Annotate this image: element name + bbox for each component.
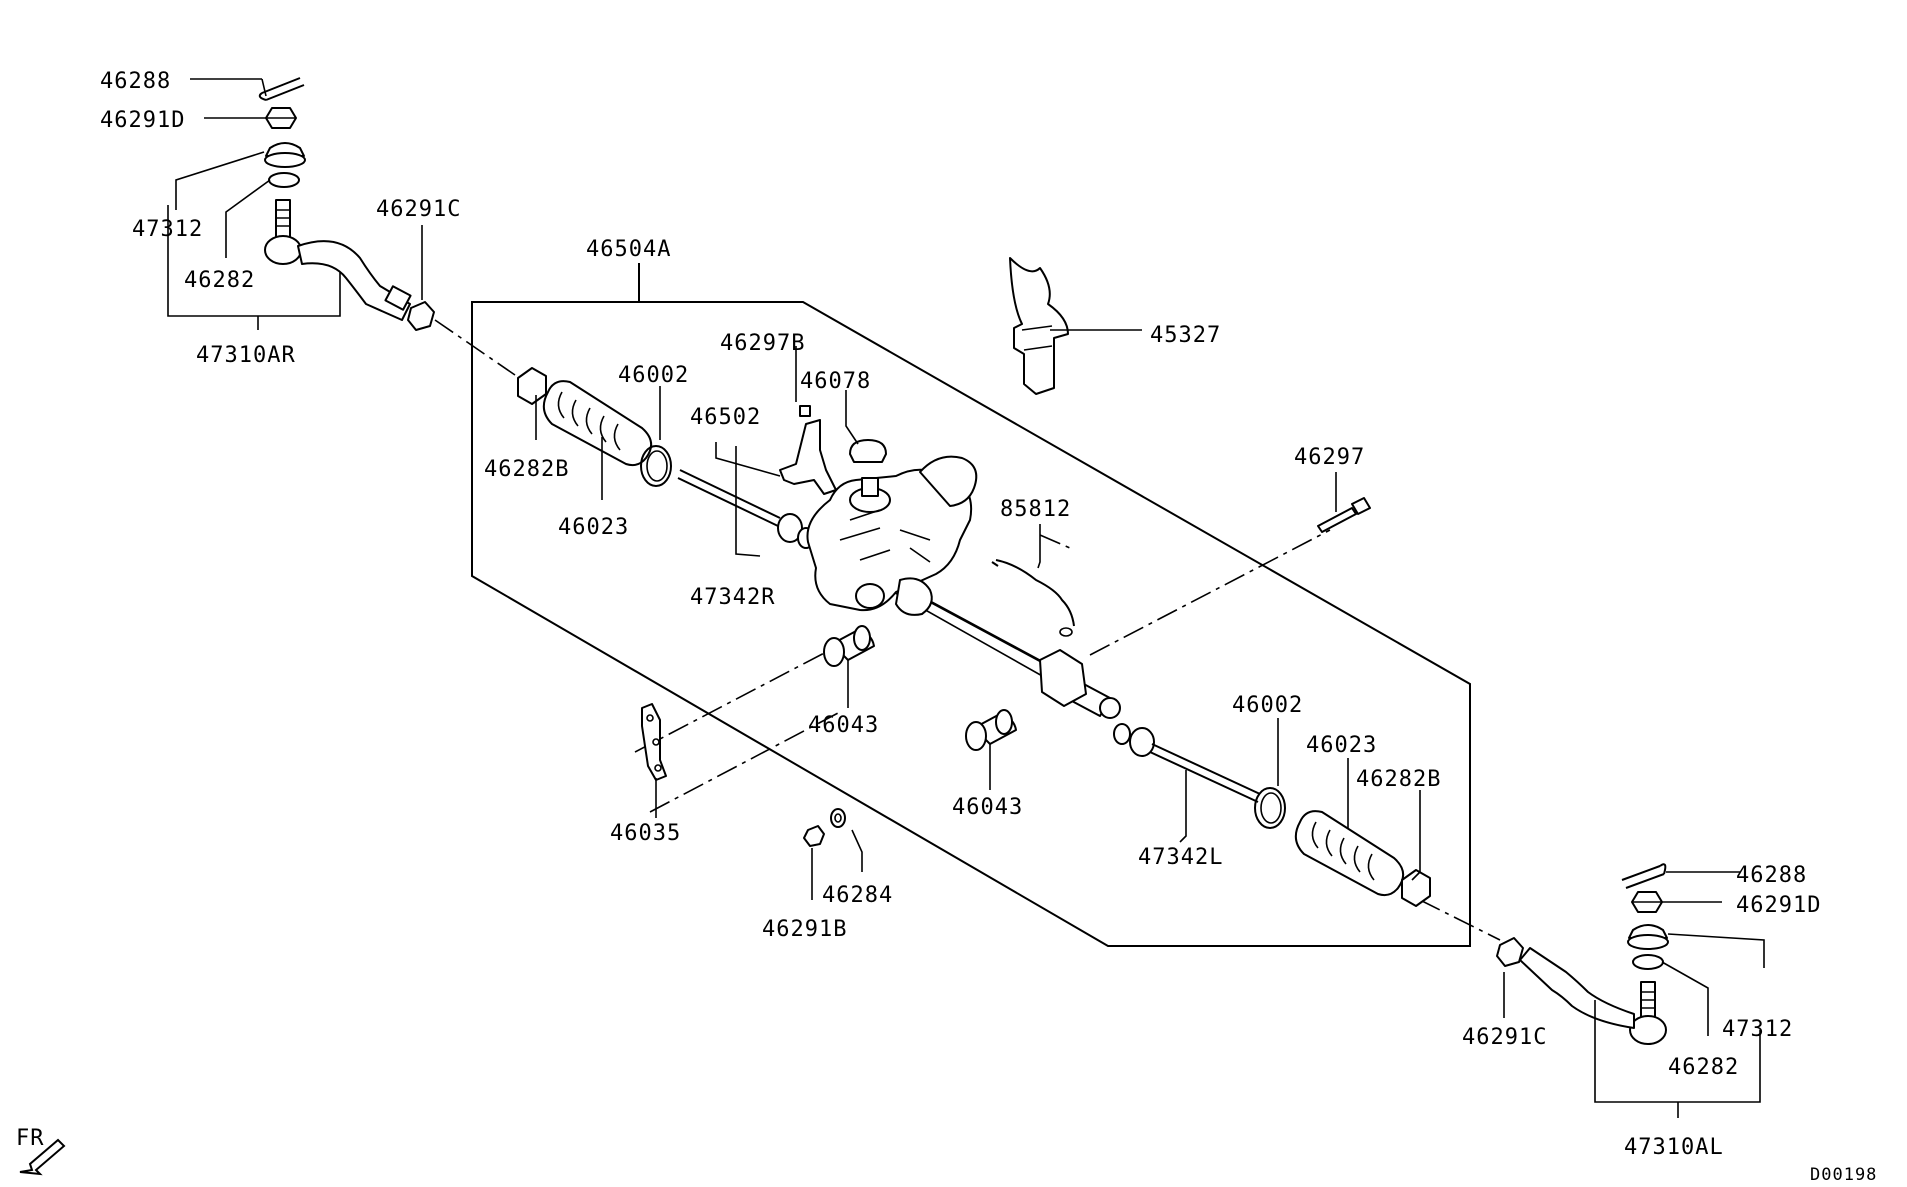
bracket-45327-part xyxy=(1009,257,1069,395)
label-46297B: 46297B xyxy=(720,331,805,356)
label-46282B-left: 46282B xyxy=(484,457,569,482)
label-46282-top: 46282 xyxy=(184,268,255,293)
label-46502: 46502 xyxy=(690,405,761,430)
label-47312-bottom: 47312 xyxy=(1722,1017,1793,1042)
label-46035: 46035 xyxy=(610,821,681,846)
label-47310AL: 47310AL xyxy=(1624,1135,1724,1160)
left-boot-parts xyxy=(517,367,815,549)
label-46291D-top: 46291D xyxy=(100,108,185,133)
label-85812: 85812 xyxy=(1000,497,1071,522)
washer-nut-part xyxy=(803,808,846,847)
label-46288-top: 46288 xyxy=(100,69,171,94)
label-46291D-bottom: 46291D xyxy=(1736,893,1821,918)
harness-85812-part xyxy=(991,559,1075,637)
tie-rod-end-left-part xyxy=(1496,863,1669,1045)
label-46284: 46284 xyxy=(822,883,893,908)
front-direction-arrow-icon xyxy=(19,1138,66,1176)
label-46282B-right: 46282B xyxy=(1356,767,1441,792)
label-46291C-bottom: 46291C xyxy=(1462,1025,1547,1050)
label-46282-bottom: 46282 xyxy=(1668,1055,1739,1080)
label-46291C-top: 46291C xyxy=(376,197,461,222)
label-46078: 46078 xyxy=(800,369,871,394)
bushings-46043-part xyxy=(823,625,1017,751)
right-boot-parts xyxy=(1113,723,1431,907)
axis-lines xyxy=(434,319,1501,941)
direction-label: FR xyxy=(16,1126,45,1151)
label-46043-right: 46043 xyxy=(952,795,1023,820)
steering-gear-housing xyxy=(779,405,1121,719)
part-number-labels: 46288 46291D 47312 46282 47310AR 46291C … xyxy=(16,69,1877,1185)
label-46504A: 46504A xyxy=(586,237,671,262)
bracket-46035-part xyxy=(641,703,667,781)
label-46023-right: 46023 xyxy=(1306,733,1377,758)
label-46002-right: 46002 xyxy=(1232,693,1303,718)
label-46288-bottom: 46288 xyxy=(1736,863,1807,888)
label-47312-top: 47312 xyxy=(132,217,203,242)
label-45327: 45327 xyxy=(1150,323,1221,348)
leader-lines xyxy=(167,78,1765,1118)
label-46023-left: 46023 xyxy=(558,515,629,540)
bolt-46297-part xyxy=(1317,497,1371,533)
drawing-code: D00198 xyxy=(1810,1165,1877,1185)
label-46297: 46297 xyxy=(1294,445,1365,470)
assembly-outline xyxy=(471,301,1471,947)
label-47342L: 47342L xyxy=(1138,845,1223,870)
label-46002-left: 46002 xyxy=(618,363,689,388)
label-46043-left: 46043 xyxy=(808,713,879,738)
label-47342R: 47342R xyxy=(690,585,775,610)
label-47310AR: 47310AR xyxy=(196,343,296,368)
label-46291B: 46291B xyxy=(762,917,847,942)
